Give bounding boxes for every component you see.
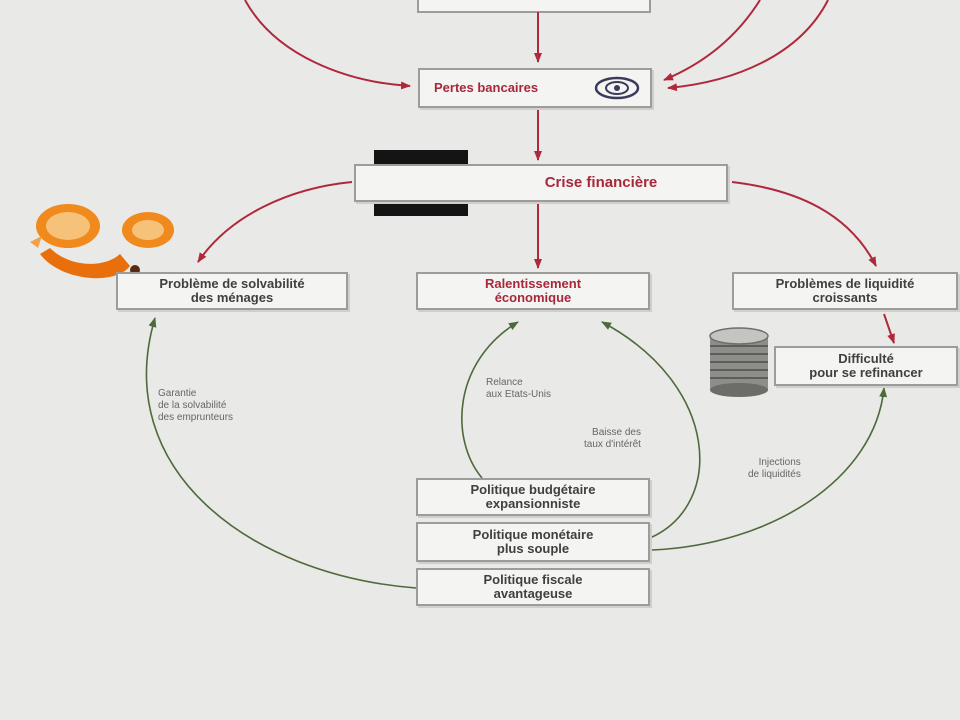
- broken-piggy-bank-icon: [20, 196, 178, 288]
- node-politique-fiscale-label: Politique fiscale avantageuse: [483, 572, 583, 601]
- top-cropped-box: [417, 0, 651, 13]
- node-crise-financiere: Crise financière: [354, 164, 728, 202]
- node-solvabilite-menages: Problème de solvabilité des ménages: [116, 272, 348, 310]
- node-liquidite-croissants-label: Problèmes de liquidité croissants: [775, 276, 915, 305]
- arrow-right-curve-a-to-pertes: [663, 0, 761, 81]
- arrow-right-curve-b-to-pertes: [667, 0, 829, 92]
- arrow-fiscale-to-solvabilite: [145, 317, 417, 589]
- node-politique-budgetaire-label: Politique budgétaire expansionniste: [470, 482, 596, 511]
- arrow-budgetaire-to-ralentissement: [461, 321, 519, 479]
- node-ralentissement-economique: Ralentissement économique: [416, 272, 650, 310]
- note-injections: Injections de liquidités: [748, 457, 801, 480]
- node-difficulte-refinancer: Difficulté pour se refinancer: [774, 346, 958, 386]
- note-relance: Relance aux Etats-Unis: [486, 377, 552, 400]
- note-baisse: Baisse des taux d'intérêt: [584, 427, 641, 450]
- note-garantie: Garantie de la solvabilité des emprunteu…: [158, 388, 234, 423]
- node-solvabilite-menages-label: Problème de solvabilité des ménages: [159, 276, 305, 305]
- node-ralentissement-economique-label: Ralentissement économique: [484, 276, 582, 305]
- eye-swirl-icon: [592, 75, 642, 104]
- node-politique-fiscale: Politique fiscale avantageuse: [416, 568, 650, 606]
- node-politique-monetaire: Politique monétaire plus souple: [416, 522, 650, 562]
- arrow-crise-to-liquidite: [731, 181, 877, 267]
- arrow-crise-to-solvabilite: [197, 181, 353, 263]
- node-liquidite-croissants: Problèmes de liquidité croissants: [732, 272, 958, 310]
- node-pertes-bancaires-label: Pertes bancaires: [434, 80, 539, 95]
- node-crise-financiere-label: Crise financière: [544, 174, 658, 191]
- node-politique-budgetaire: Politique budgétaire expansionniste: [416, 478, 650, 516]
- node-politique-monetaire-label: Politique monétaire plus souple: [472, 527, 594, 556]
- arrow-monetaire-to-ralentissement: [601, 321, 701, 539]
- node-difficulte-refinancer-label: Difficulté pour se refinancer: [809, 351, 923, 380]
- coin-stack-icon: [704, 324, 774, 398]
- node-pertes-bancaires: Pertes bancaires: [418, 68, 652, 108]
- arrow-liquidite-to-refinancer: [883, 313, 895, 344]
- arrow-left-curve-to-pertes: [244, 0, 411, 90]
- arrow-monetaire-to-refinancer: [651, 387, 888, 551]
